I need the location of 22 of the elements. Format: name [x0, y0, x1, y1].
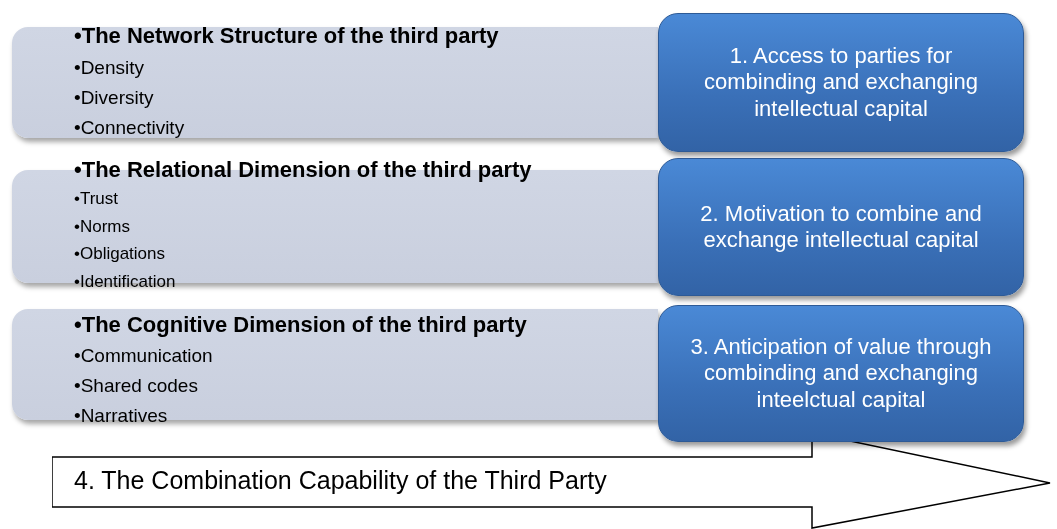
bullet-item: •Identification: [74, 270, 176, 293]
band-heading: •The Cognitive Dimension of the third party: [74, 311, 527, 339]
band-heading: •The Relational Dimension of the third party: [74, 156, 532, 184]
bullet-item: •Density: [74, 56, 144, 80]
bullet-item: •Diversity: [74, 86, 154, 110]
arrow-text: 4. The Combination Capability of the Third Party: [74, 466, 607, 495]
bullet-item: •Connectivity: [74, 116, 185, 140]
bullet-item: •Narratives: [74, 404, 168, 428]
bullet-item: •Shared codes: [74, 374, 198, 398]
category-band: [12, 309, 658, 420]
box-text: 2. Motivation to combine and exchange intellectual capital: [699, 200, 983, 254]
bullet-item: •Communication: [74, 344, 213, 368]
category-band: [12, 27, 658, 138]
bullet-item: •Norms: [74, 215, 130, 238]
box-text: 1. Access to parties for combinding and exchanging intellectual capital: [703, 42, 979, 123]
bullet-item: •Obligations: [74, 243, 165, 265]
outcome-box: [658, 13, 1024, 152]
outcome-box: [658, 158, 1024, 296]
bullet-item: •Trust: [74, 188, 119, 210]
outcome-box: [658, 305, 1024, 442]
box-text: 3. Anticipation of value through combinding and exchanging inteelctual capital: [689, 333, 993, 414]
band-heading: •The Network Structure of the third party: [74, 22, 499, 50]
